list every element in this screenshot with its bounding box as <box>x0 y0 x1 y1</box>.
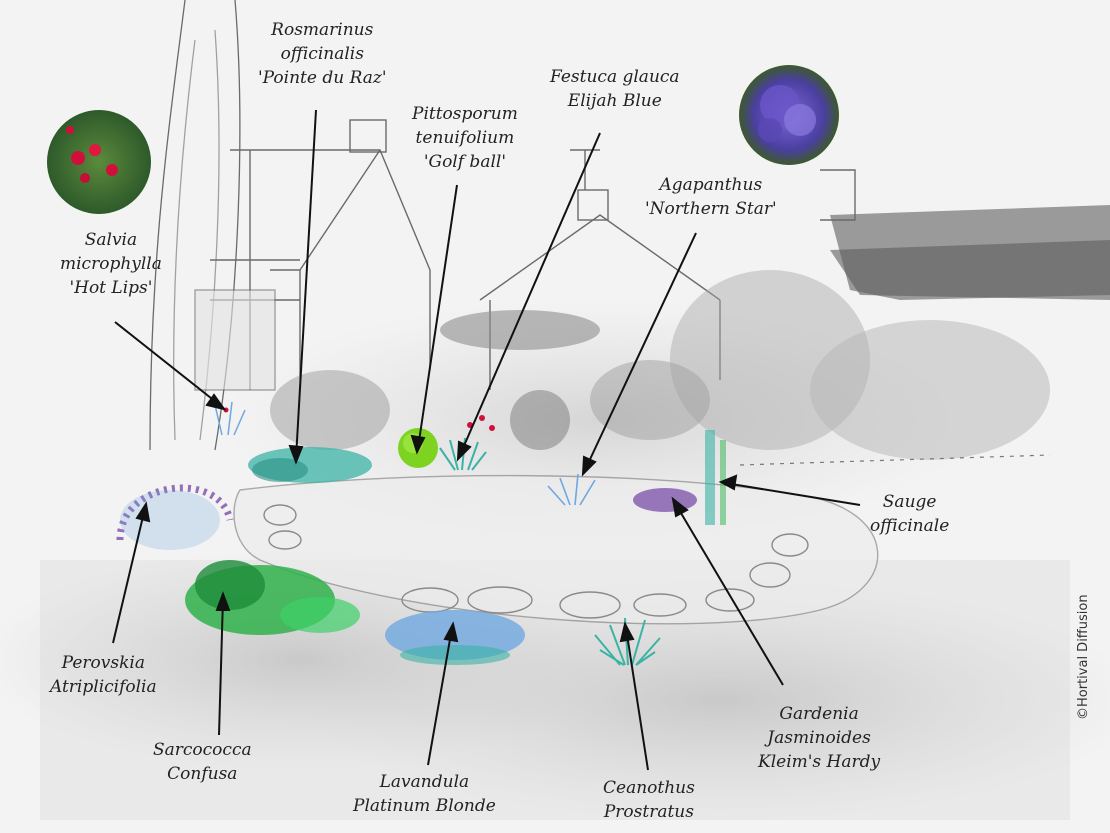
plant-ceanothus <box>594 617 661 666</box>
label-festuca: Festuca glauca Elijah Blue <box>550 67 680 111</box>
arrow-sauge <box>718 474 861 506</box>
arrow-sarcococca <box>215 591 231 736</box>
plant-agapanthus <box>547 473 596 506</box>
raised-bed <box>233 474 879 625</box>
credit-text: ©Hortival Diffusion <box>1076 594 1091 720</box>
arrow-lavandula <box>427 621 459 766</box>
distant-hedge <box>830 205 1110 300</box>
agapanthus-photo <box>739 65 839 165</box>
background-shrubs <box>270 270 1050 460</box>
label-sauge: Sauge officinale <box>870 492 950 536</box>
label-lavandula: Lavandula Platinum Blonde <box>353 772 496 816</box>
house-sketch <box>194 119 856 391</box>
arrows <box>112 109 861 771</box>
label-ceanothus: Ceanothus Prostratus <box>603 778 695 822</box>
arrow-rosmarinus <box>288 109 317 465</box>
arrow-gardenia <box>671 496 784 686</box>
label-salvia: Salvia microphylla 'Hot Lips' <box>60 230 162 298</box>
label-rosmarinus: Rosmarinus officinalis 'Pointe du Raz' <box>258 20 387 88</box>
arrow-perovskia <box>112 501 151 644</box>
arrow-festuca <box>456 132 601 462</box>
arrow-salvia <box>114 321 227 411</box>
salvia-photo <box>47 110 151 214</box>
plant-rosmarinus <box>248 447 372 483</box>
plant-salvia <box>214 401 246 436</box>
label-pittosporum: Pittosporum tenuifolium 'Golf ball' <box>412 104 518 172</box>
arrow-pittosporum <box>410 184 458 455</box>
arrow-agapanthus <box>581 232 697 477</box>
label-perovskia: Perovskia Atriplicifolia <box>50 653 157 697</box>
arrow-ceanothus <box>619 621 649 771</box>
label-sarcococca: Sarcococca Confusa <box>153 740 252 784</box>
label-gardenia: Gardenia Jasminoides Kleim's Hardy <box>758 704 881 772</box>
fence <box>739 454 1051 466</box>
label-agapanthus: Agapanthus 'Northern Star' <box>645 175 777 219</box>
